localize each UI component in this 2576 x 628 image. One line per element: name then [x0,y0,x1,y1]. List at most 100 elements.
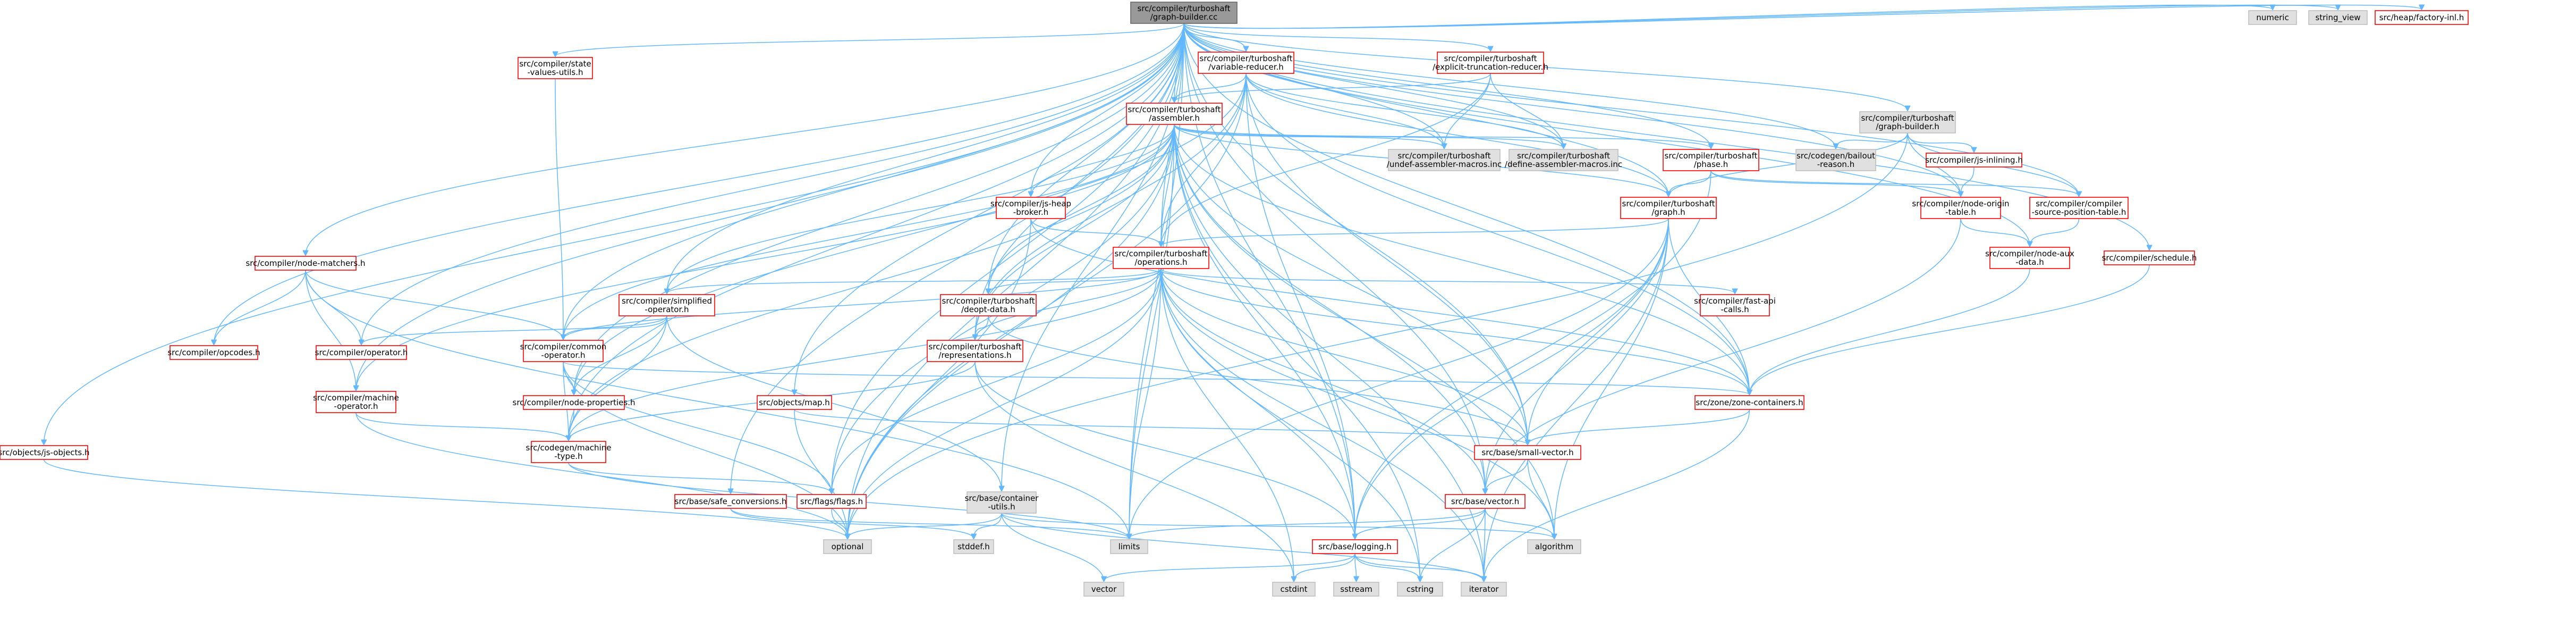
edge-assembler-to-optional [848,124,1175,539]
edge-operations-to-flags [832,268,1162,493]
node-node-origin[interactable]: src/compiler/node-origin-table.h [1912,197,2010,219]
node-label: src/compiler/opcodes.h [167,348,260,357]
node-box [796,494,867,509]
node-variable-reducer[interactable]: src/compiler/turboshaft/variable-reducer… [1198,52,1294,74]
node-label: src/zone/zone-containers.h [1696,398,1803,407]
node-label: /graph-builder.cc [1150,12,1218,22]
node-zone-containers[interactable]: src/zone/zone-containers.h [1694,395,1804,410]
node-machine-op[interactable]: src/compiler/machine-operator.h [313,391,399,413]
node-explicit-trunc[interactable]: src/compiler/turboshaft/explicit-truncat… [1433,52,1548,74]
edge-root-to-operator [361,23,1184,345]
node-node-aux[interactable]: src/compiler/node-aux-data.h [1985,247,2074,269]
node-label: -operator.h [541,350,585,360]
node-js-objects[interactable]: src/objects/js-objects.h [0,445,90,460]
node-box [1083,582,1124,597]
node-base-logging[interactable]: src/base/logging.h [1312,539,1398,554]
edge-js_objects-to-optional [43,459,848,539]
edge-node_origin-to-base_vector [1485,218,1961,493]
node-node-matchers[interactable]: src/compiler/node-matchers.h [245,256,366,271]
edge-assembler-to-base_logging [1174,124,1355,539]
node-assembler[interactable]: src/compiler/turboshaft/assembler.h [1126,103,1223,125]
node-opcodes[interactable]: src/compiler/opcodes.h [167,345,260,360]
node-representations[interactable]: src/compiler/turboshaft/representations.… [927,340,1023,362]
node-heap-factory[interactable]: src/heap/factory-inl.h [2375,10,2469,25]
node-label: /graph-builder.h [1876,122,1939,131]
node-box [953,539,994,554]
node-simplified-op[interactable]: src/compiler/simplified-operator.h [618,294,715,316]
node-label: src/objects/map.h [759,398,830,407]
node-label: -source-position-table.h [2032,207,2126,217]
node-node-properties[interactable]: src/compiler/node-properties.h [513,395,635,410]
edge-assembler-to-cstring [1174,124,1420,581]
node-operations[interactable]: src/compiler/turboshaft/operations.h [1113,247,1209,269]
node-label: src/base/safe_conversions.h [675,497,787,507]
edge-explicit_trunc-to-operations [1161,73,1491,246]
edge-assembler-to-zone_containers [1174,124,1750,395]
node-label: src/compiler/node-aux [1985,249,2074,258]
edge-machine_op-to-machine_type [355,412,569,440]
edge-zone_containers-to-iterator [1484,409,1750,581]
edge-operations-to-small_vector [1160,268,1528,445]
node-js-inlining[interactable]: src/compiler/js-inlining.h [1925,153,2023,168]
node-label: src/compiler/simplified [622,296,712,306]
node-label: src/compiler/js-inlining.h [1925,155,2023,165]
edge-operations-to-fast_api [1160,268,1735,294]
edge-root-to-bailout_reason [1183,23,1836,148]
node-box [1920,197,2001,219]
node-operator[interactable]: src/compiler/operator.h [315,345,408,360]
edge-root-to-machine_op [356,23,1184,390]
edge-simplified_op-to-operator [361,315,667,345]
node-label: -broker.h [1013,207,1048,217]
edge-assembler-to-limits [1129,124,1175,539]
node-label: src/compiler/turboshaft [942,296,1035,306]
edge-operations-to-cstdint [1160,268,1294,581]
node-machine-type[interactable]: src/codegen/machine-type.h [526,441,612,463]
node-js-heap-broker[interactable]: src/compiler/js-heap-broker.h [990,197,1071,219]
node-label: -calls.h [1721,305,1749,314]
node-small-vector[interactable]: src/base/small-vector.h [1474,445,1581,460]
node-schedule[interactable]: src/compiler/schedule.h [2102,250,2197,265]
node-label: /assembler.h [1149,113,1200,123]
edge-phase-to-ts_graph [1668,170,1711,196]
node-label: src/compiler/turboshaft [1398,151,1491,161]
node-label: src/compiler/turboshaft [1861,113,1954,123]
edge-root-to-explicit_trunc [1183,23,1490,51]
node-deopt-data[interactable]: src/compiler/turboshaft/deopt-data.h [940,294,1037,316]
edge-base_logging-to-sstream [1355,553,1357,581]
edge-operations-to-optional [848,268,1162,539]
edge-container_utils-to-vector [1001,513,1104,581]
edge-assembler-to-machine_type [569,124,1175,440]
node-flags[interactable]: src/flags/flags.h [796,494,867,509]
nodes-layer: src/compiler/turboshaft/graph-builder.cc… [0,2,2469,597]
node-box [1795,149,1876,171]
node-objects-map[interactable]: src/objects/map.h [757,395,832,410]
edge-zone_containers-to-small_vector [1528,409,1750,445]
node-common-op[interactable]: src/compiler/common-operator.h [520,340,607,362]
node-box [757,395,832,410]
node-source-pos[interactable]: src/compiler/compiler-source-position-ta… [2029,197,2129,219]
edge-objects_map-to-small_vector [794,409,1528,445]
node-base-vector[interactable]: src/base/vector.h [1445,494,1526,509]
node-phase[interactable]: src/compiler/turboshaft/phase.h [1663,149,1759,171]
node-label: src/base/vector.h [1451,497,1519,506]
node-box [316,345,407,360]
edge-operations-to-common_op [563,268,1162,339]
edge-variable_reducer-to-assembler [1174,73,1247,102]
node-fast-api[interactable]: src/compiler/fast-api-calls.h [1694,294,1776,316]
edge-simplified_op-to-common_op [563,315,667,339]
node-state-values[interactable]: src/compiler/state-values-utils.h [518,57,593,79]
node-box [523,340,604,362]
node-ts-graph[interactable]: src/compiler/turboshaft/graph.h [1620,197,1717,219]
edge-assembler-to-common_op [563,124,1175,339]
edge-common_op-to-zone_containers [563,361,1750,395]
edge-ts_graph-to-base_logging [1355,218,1669,539]
edge-assembler-to-phase [1174,124,1711,148]
node-label: src/compiler/node-properties.h [513,398,635,407]
node-safe-conversions[interactable]: src/base/safe_conversions.h [674,494,787,509]
edge-assembler-to-algorithm [1174,124,1554,539]
node-label: -operator.h [645,305,689,314]
edge-small_vector-to-base_vector [1485,459,1528,493]
node-box [823,539,872,554]
node-box [1333,582,1379,597]
